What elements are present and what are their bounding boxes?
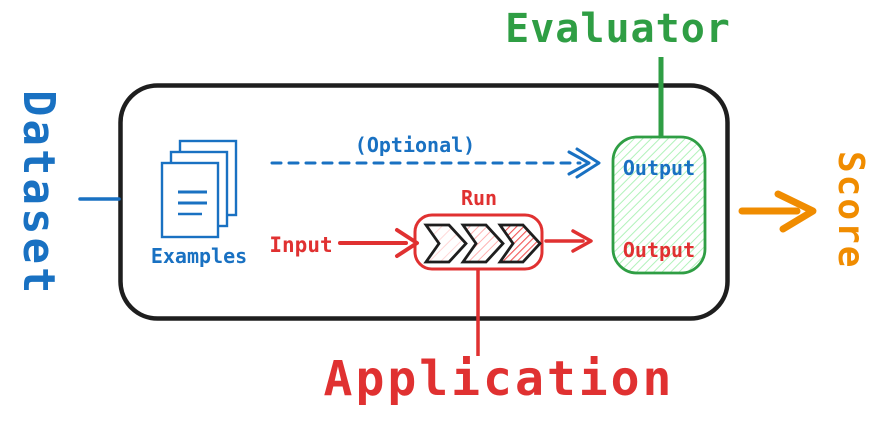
- dataset-label: Dataset: [13, 89, 64, 297]
- optional-dashed-arrow: [270, 147, 601, 179]
- arrowhead: [571, 229, 593, 253]
- evaluator-output-box: [611, 135, 707, 275]
- pipeline-chevron-3: [497, 223, 542, 264]
- pipeline-chevron-2: [460, 223, 505, 264]
- arrowhead-outer: [575, 147, 601, 179]
- evaluator-output-label: Output: [622, 156, 696, 180]
- run-label: Run: [460, 186, 498, 210]
- experiment-container-box: [118, 83, 730, 321]
- input-label: Input: [269, 233, 333, 257]
- optional-label: (Optional): [354, 133, 476, 157]
- evaluator-label: Evaluator: [505, 6, 731, 52]
- score-label: Score: [830, 150, 871, 270]
- arrowhead: [395, 228, 419, 258]
- pipeline-chevrons-icon: [423, 223, 542, 264]
- application-output-label: Output: [622, 238, 696, 262]
- examples-label: Examples: [150, 244, 248, 268]
- application-label: Application: [323, 351, 675, 407]
- score-arrow: [738, 190, 817, 233]
- pipeline-chevron-1: [423, 223, 468, 264]
- arrowhead: [774, 190, 817, 233]
- document-page-front: [160, 161, 220, 239]
- input-arrow: [338, 228, 419, 258]
- arrowhead-inner: [567, 150, 591, 176]
- run-output-arrow: [544, 229, 593, 253]
- documents-icon: [160, 139, 238, 239]
